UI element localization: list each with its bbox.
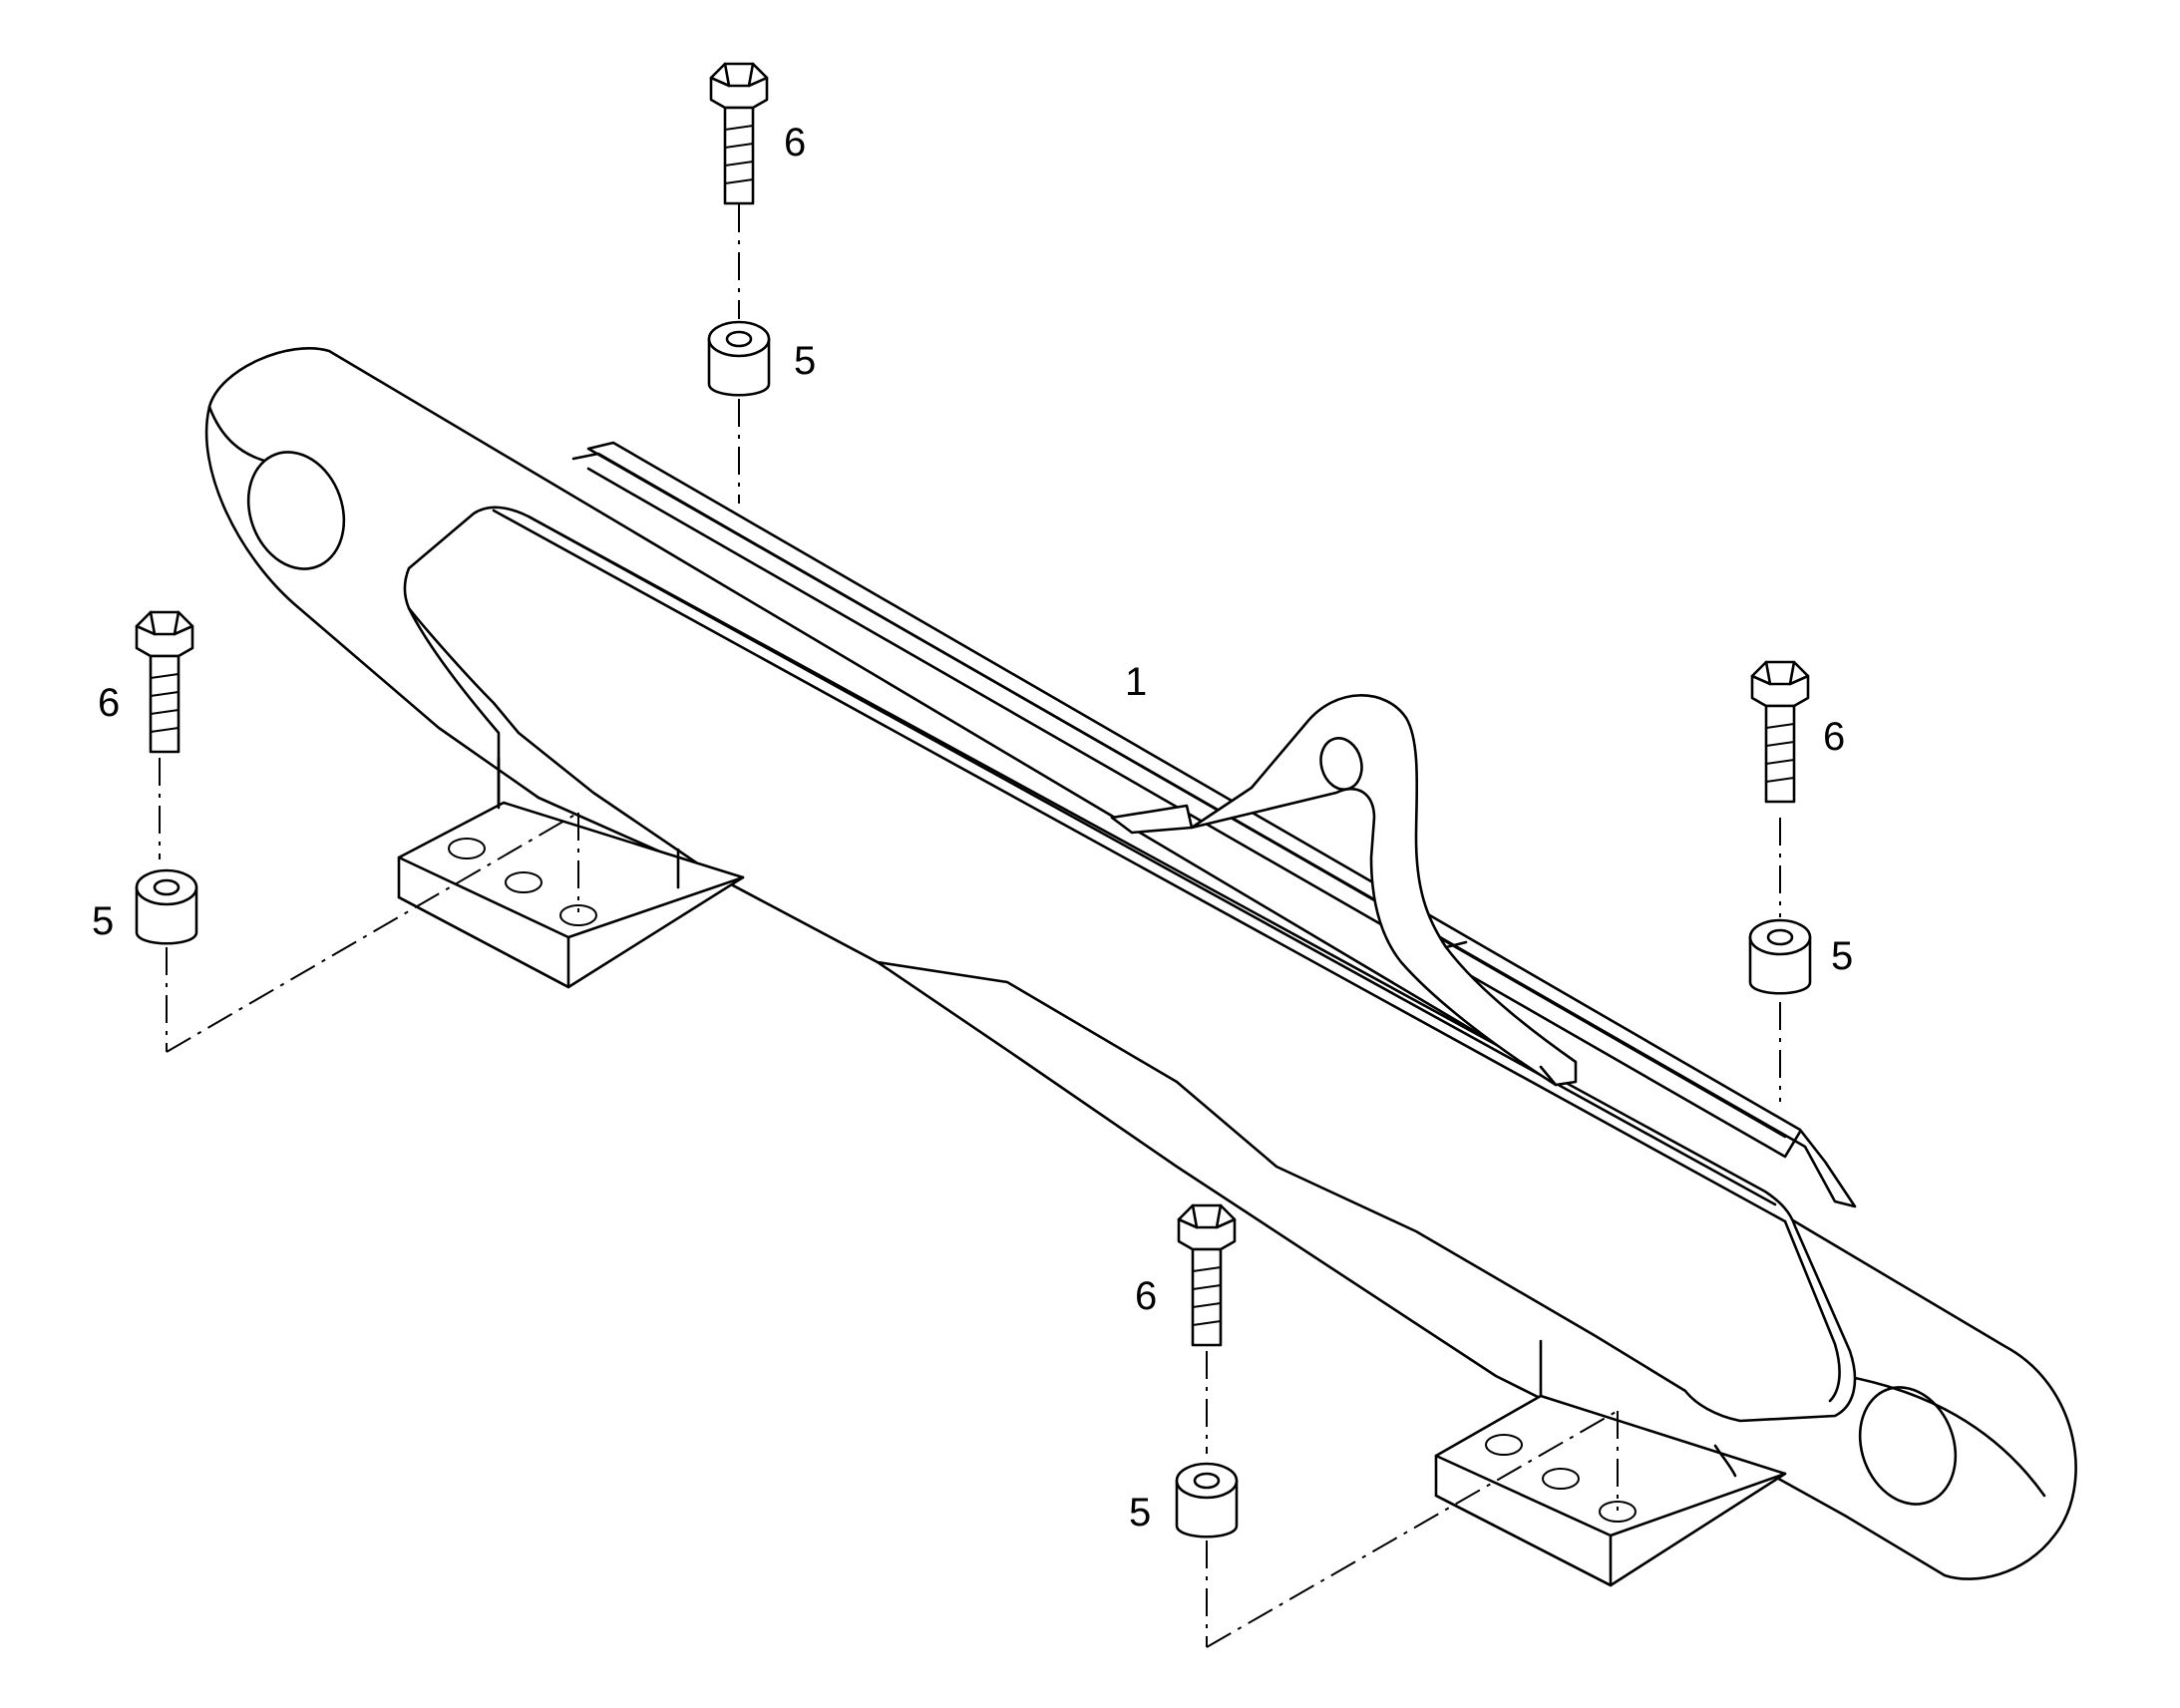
- spacer-right: [1748, 918, 1812, 995]
- callout-bolt-left: 6: [98, 681, 120, 725]
- callout-spacer-top: 5: [794, 339, 816, 383]
- callout-spacer-left: 5: [92, 899, 114, 943]
- spacer-left: [135, 868, 198, 945]
- spacer-top: [707, 320, 771, 397]
- bolt-left: [135, 610, 194, 754]
- callout-spacer-bottom: 5: [1129, 1491, 1151, 1535]
- callout-main-frame: 1: [1125, 660, 1147, 704]
- callout-bolt-top: 6: [784, 121, 806, 165]
- callout-spacer-right: 5: [1831, 934, 1853, 978]
- main-frame: [204, 347, 2077, 1587]
- bolt-top: [709, 62, 769, 205]
- bolt-right: [1750, 660, 1810, 804]
- spacer-bottom: [1175, 1462, 1239, 1538]
- callout-bolt-bottom: 6: [1135, 1274, 1157, 1318]
- bolt-bottom: [1177, 1203, 1237, 1347]
- assembly-centerlines: [159, 204, 1781, 1648]
- callout-bolt-right: 6: [1823, 715, 1845, 759]
